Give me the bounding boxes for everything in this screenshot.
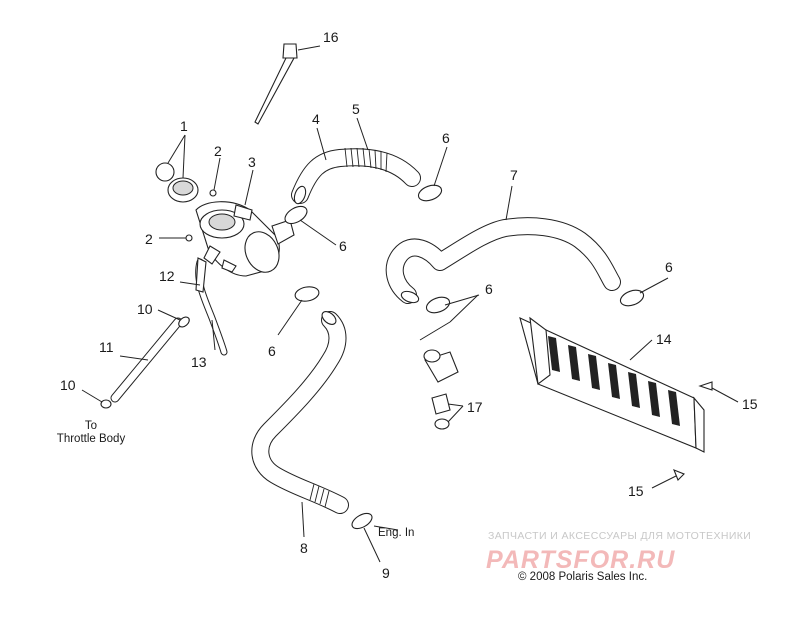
callout-label: 12 (159, 268, 175, 284)
callout-label: 16 (323, 29, 339, 45)
callout-label: 5 (352, 101, 360, 117)
callout-label: 1 (180, 118, 188, 134)
thermostat-housing (423, 349, 459, 383)
callout-label: 13 (191, 354, 207, 370)
callout-labels: 1 2 2 3 4 5 6 6 6 6 6 7 8 9 10 10 11 12 … (60, 29, 758, 581)
watermark: ЗАПЧАСТИ И АКСЕССУАРЫ ДЛЯ МОТОТЕХНИКИ PA… (486, 530, 751, 574)
callout-label: 14 (656, 331, 672, 347)
notes: To Throttle Body Eng. In (57, 420, 415, 539)
callout-label: 7 (510, 167, 518, 183)
callout-label: 15 (742, 396, 758, 412)
copyright-notice: © 2008 Polaris Sales Inc. (518, 571, 647, 583)
hose-fitting (195, 257, 207, 293)
coolant-reservoir (195, 201, 295, 277)
cable-tie (254, 43, 298, 125)
small-clamp (100, 316, 190, 409)
callout-label: 2 (214, 143, 222, 159)
watermark-logo: PARTSFOR.RU (486, 546, 675, 574)
push-rivet (673, 381, 713, 481)
callout-label: 6 (268, 343, 276, 359)
callout-label: 10 (60, 377, 76, 393)
callout-label: 6 (442, 130, 450, 146)
callout-label: 6 (339, 238, 347, 254)
callout-label: 11 (99, 339, 114, 355)
callout-label: 10 (137, 301, 153, 317)
callout-label: 15 (628, 483, 644, 499)
radiator-shroud (519, 316, 705, 453)
hose-radiator-upper (385, 217, 621, 304)
hose-clamp (284, 184, 645, 314)
callout-label: 3 (248, 154, 256, 170)
reservoir-cap (155, 162, 199, 203)
hose-lower (251, 311, 349, 514)
note-throttle-body: Throttle Body (57, 433, 126, 445)
hose-upper (291, 147, 421, 205)
callout-label: 2 (145, 231, 153, 247)
screw (185, 189, 217, 242)
note-throttle-to: To (85, 420, 97, 432)
callout-label: 6 (665, 259, 673, 275)
thermostat (431, 393, 451, 430)
callout-label: 9 (382, 565, 390, 581)
watermark-tagline: ЗАПЧАСТИ И АКСЕССУАРЫ ДЛЯ МОТОТЕХНИКИ (488, 530, 751, 542)
callout-label: 8 (300, 540, 308, 556)
note-engine-in: Eng. In (378, 527, 414, 539)
hose-clamp-lower (351, 512, 373, 530)
callout-label: 6 (485, 281, 493, 297)
callout-label: 17 (467, 399, 483, 415)
callout-label: 4 (312, 111, 320, 127)
leader-lines (81, 45, 739, 563)
